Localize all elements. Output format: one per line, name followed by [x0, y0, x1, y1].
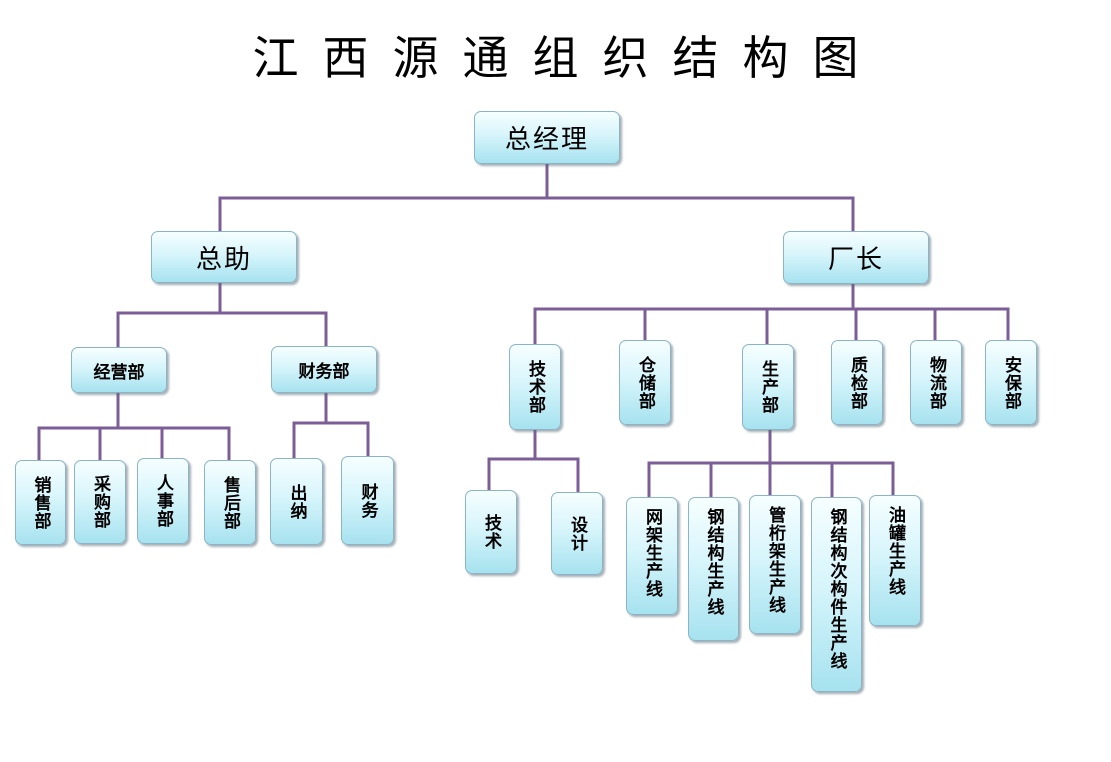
node-label: 网架生产线: [642, 508, 662, 598]
node-label: 人事部: [153, 474, 173, 528]
node-label: 钢结构生产线: [703, 508, 724, 616]
node-line-secondary: 钢结构次构件生产线: [811, 497, 862, 692]
node-label: 钢结构次构件生产线: [826, 508, 847, 670]
node-label: 财务: [357, 482, 378, 519]
node-general-assistant: 总助: [151, 231, 297, 283]
node-label: 管桁架生产线: [765, 506, 785, 614]
node-label: 总经理: [504, 125, 589, 155]
node-line-grid: 网架生产线: [626, 497, 678, 615]
node-tech-dept: 技术部: [509, 344, 561, 430]
node-label: 生产部: [758, 360, 778, 414]
node-tech: 技术: [465, 490, 517, 574]
node-label: 销售部: [30, 475, 51, 530]
chart-title: 江西源通组织结构图: [252, 31, 883, 85]
node-after-sales: 售后部: [204, 460, 256, 545]
node-general-manager: 总经理: [474, 111, 620, 164]
node-label: 售后部: [220, 475, 240, 530]
node-hr: 人事部: [137, 458, 189, 544]
node-label: 油罐生产线: [885, 506, 905, 596]
node-security-dept: 安保部: [985, 340, 1037, 425]
node-label: 出纳: [286, 483, 307, 520]
node-cashier: 出纳: [270, 458, 323, 545]
node-line-steel: 钢结构生产线: [688, 497, 739, 641]
node-label: 技术: [481, 514, 501, 550]
node-label: 仓储部: [635, 355, 655, 410]
node-qc-dept: 质检部: [831, 340, 883, 425]
node-factory-director: 厂长: [783, 231, 929, 284]
node-label: 经营部: [93, 362, 145, 383]
node-label: 总助: [195, 244, 252, 275]
node-label: 技术部: [525, 360, 545, 414]
node-label: 物流部: [926, 355, 946, 410]
node-label: 质检部: [847, 355, 867, 410]
node-label: 安保部: [1001, 355, 1021, 410]
node-line-truss: 管桁架生产线: [749, 495, 801, 634]
node-label: 厂长: [827, 245, 884, 275]
node-label: 采购部: [90, 475, 110, 529]
node-sales: 销售部: [15, 460, 66, 545]
node-logistics-dept: 物流部: [910, 340, 962, 425]
node-finance-dept: 财务部: [271, 346, 377, 393]
node-line-tank: 油罐生产线: [869, 495, 921, 626]
node-production-dept: 生产部: [742, 344, 794, 430]
node-label: 设计: [567, 515, 587, 552]
node-label: 财务部: [298, 362, 350, 382]
node-design: 设计: [551, 492, 603, 575]
node-accounting: 财务: [341, 456, 394, 545]
node-business-dept: 经营部: [71, 347, 167, 393]
node-purchasing: 采购部: [74, 460, 126, 544]
node-warehouse-dept: 仓储部: [619, 340, 671, 425]
